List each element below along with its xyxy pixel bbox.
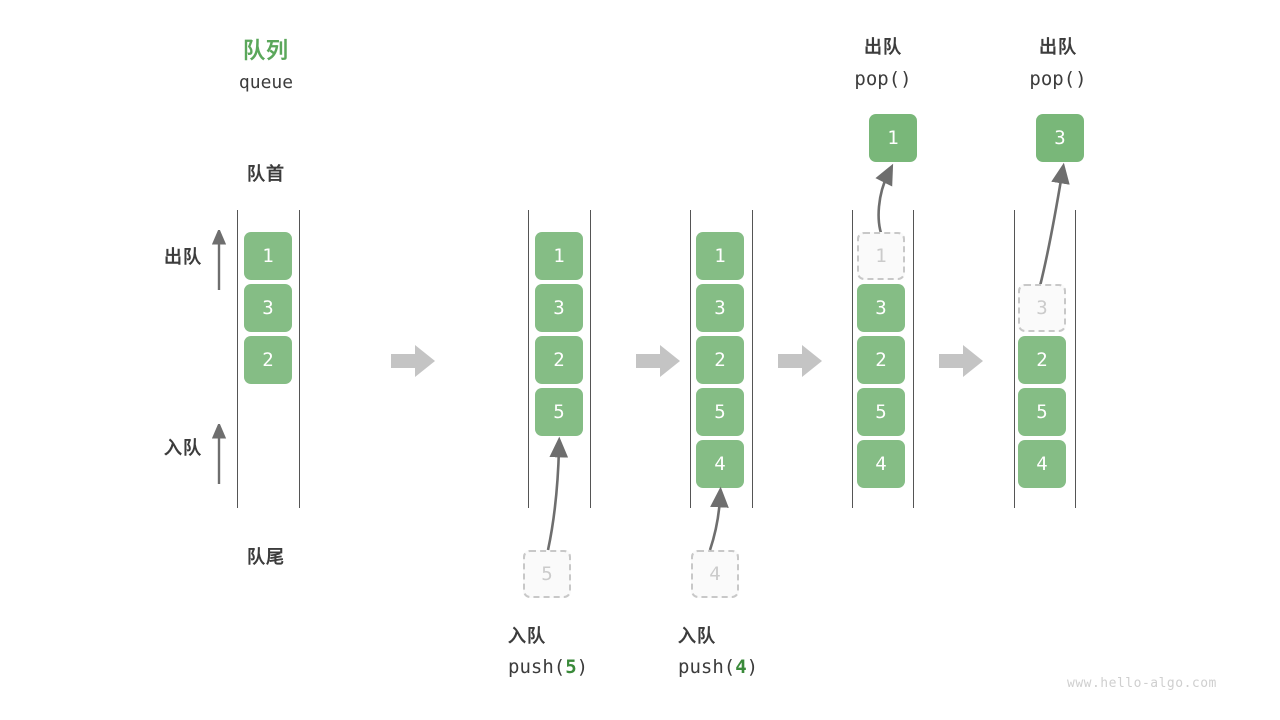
push-caption-cn: 入队 (678, 626, 716, 646)
queue-cell: 2 (696, 336, 744, 384)
step-arrow-icon (391, 345, 435, 377)
pop-header-cn: 出队 (1039, 37, 1077, 57)
incoming-element-placeholder: 4 (691, 550, 739, 598)
queue-cell-new: 5 (535, 388, 583, 436)
queue-rail-right (913, 210, 914, 508)
queue-cell: 1 (696, 232, 744, 280)
queue-cell: 2 (244, 336, 292, 384)
push-caption-code: push(4) (648, 656, 868, 678)
queue-cell: 5 (857, 388, 905, 436)
enqueue-direction-arrow-icon (211, 424, 227, 484)
incoming-element-placeholder: 5 (523, 550, 571, 598)
popped-element: 1 (869, 114, 917, 162)
pop-arrow-icon (1038, 162, 1070, 287)
queue-rail-left (690, 210, 691, 508)
queue-cell-new: 4 (696, 440, 744, 488)
queue-cell: 3 (244, 284, 292, 332)
step-arrow-icon (778, 345, 822, 377)
queue-rail-left (528, 210, 529, 508)
queue-rail-right (752, 210, 753, 508)
queue-cell: 4 (857, 440, 905, 488)
queue-cell: 5 (1018, 388, 1066, 436)
popped-element: 3 (1036, 114, 1084, 162)
push-code-prefix: push( (678, 656, 736, 678)
queue-cell: 2 (1018, 336, 1066, 384)
queue-title-en: queue (238, 72, 294, 93)
push-code-arg: 5 (565, 656, 577, 678)
queue-cell: 1 (535, 232, 583, 280)
queue-rail-right (299, 210, 300, 508)
queue-cell: 2 (857, 336, 905, 384)
dequeue-direction-label: 出队 (164, 247, 202, 267)
queue-cell: 4 (1018, 440, 1066, 488)
dequeue-direction-arrow-icon (211, 230, 227, 290)
queue-rail-left (237, 210, 238, 508)
pop-header-code: pop() (854, 68, 912, 90)
queue-cell: 3 (696, 284, 744, 332)
queue-rail-left (1014, 210, 1015, 508)
watermark: www.hello-algo.com (1067, 676, 1217, 691)
push-code-suffix: ) (746, 656, 759, 678)
step-arrow-icon (636, 345, 680, 377)
queue-rail-left (852, 210, 853, 508)
enqueue-direction-label: 入队 (164, 438, 202, 458)
push-caption-code: push(5) (478, 656, 698, 678)
queue-rail-right (1075, 210, 1076, 508)
queue-head-label: 队首 (247, 164, 285, 184)
queue-cell: 3 (535, 284, 583, 332)
push-code-suffix: ) (576, 656, 589, 678)
queue-rail-right (590, 210, 591, 508)
push-arrow-icon (546, 436, 569, 551)
queue-cell: 1 (244, 232, 292, 280)
queue-cell: 2 (535, 336, 583, 384)
queue-title-cn: 队列 (242, 38, 289, 63)
step-arrow-icon (939, 345, 983, 377)
queue-cell: 3 (857, 284, 905, 332)
push-arrow-icon (708, 486, 729, 551)
queue-tail-label: 队尾 (247, 547, 285, 567)
push-code-prefix: push( (508, 656, 566, 678)
queue-cell: 5 (696, 388, 744, 436)
removed-element-placeholder: 1 (857, 232, 905, 280)
removed-element-placeholder: 3 (1018, 284, 1066, 332)
push-caption-cn: 入队 (508, 626, 546, 646)
pop-header-cn: 出队 (864, 37, 902, 57)
pop-arrow-icon (875, 163, 894, 237)
push-code-arg: 4 (735, 656, 747, 678)
pop-header-code: pop() (1029, 68, 1087, 90)
